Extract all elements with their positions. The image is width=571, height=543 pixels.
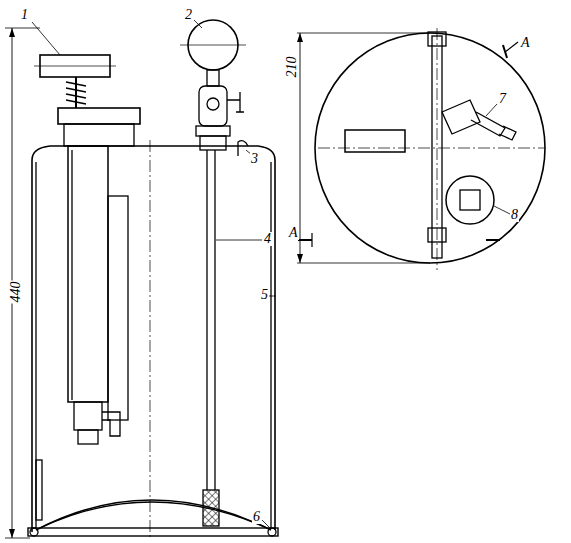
- dimension-value: 440: [8, 281, 22, 304]
- callout-number: 8: [510, 208, 519, 222]
- callout-number: 7: [498, 92, 507, 106]
- callout-number: 6: [252, 510, 261, 524]
- callout-number: 1: [20, 8, 29, 22]
- section-mark: A: [520, 36, 531, 50]
- callout-number: 3: [250, 152, 259, 166]
- section-mark: A: [288, 226, 299, 240]
- callout-number: 2: [184, 8, 193, 22]
- callout-number: 4: [263, 232, 272, 246]
- callout-number: 5: [260, 288, 269, 302]
- dimension-value: 210: [284, 56, 298, 79]
